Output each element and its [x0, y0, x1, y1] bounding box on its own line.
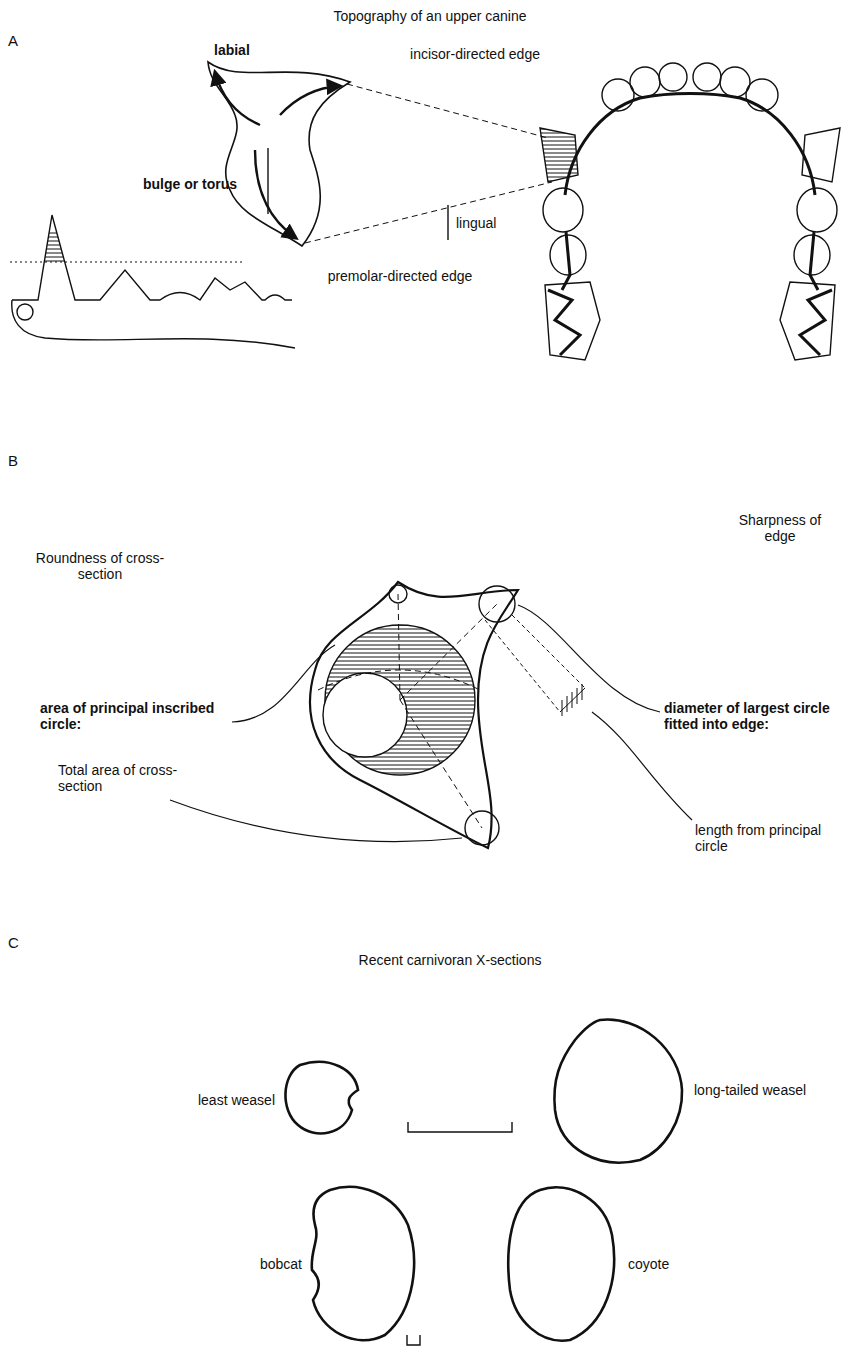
species-label: coyote	[628, 1256, 728, 1272]
canine-cross-section	[255, 150, 296, 238]
species-label: least weasel	[170, 1092, 275, 1108]
length-ticks	[577, 688, 578, 704]
dental-arch	[780, 282, 835, 360]
jaw-side-view	[10, 262, 245, 263]
jaw-side-view	[12, 300, 295, 348]
dental-arch	[810, 232, 818, 290]
measurement-section	[485, 620, 560, 712]
jaw-side-view	[10, 215, 295, 348]
canine-cross-section	[347, 84, 548, 138]
dental-arch	[659, 63, 687, 91]
measurement-section	[400, 604, 497, 700]
measurement-section	[389, 585, 407, 603]
scale-bar	[408, 1122, 512, 1132]
part-label: premolar-directed edge	[325, 268, 475, 284]
part-label: bulge or torus	[140, 176, 240, 192]
measurement-section	[560, 688, 585, 712]
measure-label: length from principal circle	[695, 822, 845, 854]
measure-label: area of principal inscribed circle:	[40, 700, 230, 732]
dental-arch	[562, 232, 570, 290]
scale-bar	[407, 1122, 512, 1345]
carnivoran-outline	[285, 1062, 358, 1134]
canine-cross-section	[305, 182, 552, 243]
canine-cross-section	[215, 72, 260, 125]
carnivoran-outline	[508, 1187, 614, 1340]
length-ticks	[572, 692, 573, 708]
canine-cross-section	[208, 62, 350, 246]
measurement-section	[518, 605, 660, 712]
dental-arch	[548, 290, 580, 355]
dental-arch	[800, 290, 832, 355]
dental-arch	[797, 188, 837, 232]
measure-label: Total area of cross-section	[58, 762, 188, 794]
panel-letter: C	[8, 934, 28, 951]
length-ticks	[567, 696, 568, 712]
jaw-side-view	[17, 304, 33, 320]
carnivoran-outline	[312, 1187, 414, 1340]
part-label: incisor-directed edge	[405, 46, 545, 62]
panel-title: Topography of an upper canine	[250, 8, 610, 24]
scale-bar	[407, 1335, 420, 1345]
jaw-side-view	[12, 215, 292, 300]
dental-arch	[540, 128, 578, 182]
dental-arch	[630, 67, 660, 97]
measurement-section	[170, 582, 692, 848]
canine-cross-section	[267, 148, 268, 214]
measurement-section	[323, 673, 407, 757]
measurement-section	[479, 586, 515, 622]
species-label: bobcat	[200, 1256, 302, 1272]
length-ticks	[582, 684, 583, 700]
measure-label: diameter of largest circle fitted into e…	[664, 700, 839, 732]
part-label: labial	[214, 42, 274, 58]
part-label: lingual	[456, 215, 516, 231]
measurement-section	[400, 700, 482, 828]
measurement-section	[398, 594, 400, 700]
length-ticks	[562, 700, 563, 716]
panel-letter: A	[8, 32, 28, 49]
canine-cross-section	[208, 62, 552, 246]
measurement-section	[318, 670, 480, 690]
panel-letter: B	[8, 452, 28, 469]
measurement-section	[170, 800, 462, 842]
dental-arch	[540, 63, 840, 360]
panel-title: Sharpness of edge	[722, 512, 838, 544]
carnivoran-outline	[285, 1020, 682, 1341]
length-ticks	[562, 684, 582, 716]
carnivoran-outline	[554, 1020, 682, 1163]
dental-arch	[565, 94, 815, 196]
dental-arch	[545, 282, 600, 360]
species-label: long-tailed weasel	[694, 1082, 844, 1098]
canine-cross-section	[280, 86, 340, 115]
panel-title: Recent carnivoran X-sections	[250, 952, 650, 968]
jaw-side-view	[44, 230, 64, 262]
dental-arch	[802, 128, 840, 182]
dental-arch	[693, 63, 721, 91]
measurement-section	[232, 645, 335, 722]
dental-arch	[543, 188, 583, 232]
panel-title: Roundness of cross-section	[25, 550, 175, 582]
canine-cross-section	[447, 205, 448, 240]
